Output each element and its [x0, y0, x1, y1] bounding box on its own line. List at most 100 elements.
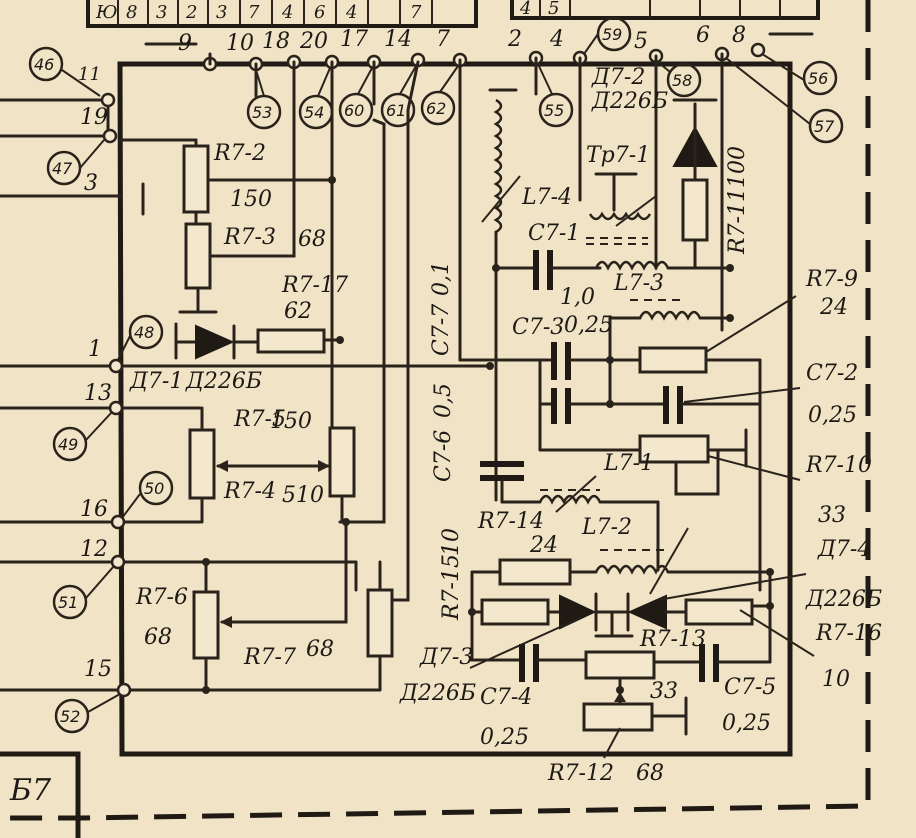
svg-text:62: 62	[426, 99, 446, 118]
value-c7-5: 0,25	[722, 711, 771, 736]
terminal-number: 18	[262, 29, 290, 54]
svg-text:58: 58	[672, 71, 692, 90]
value-r7-2: 150	[230, 187, 272, 212]
label-c7-2: C7-2	[806, 361, 858, 386]
value-c7-4: 0,25	[480, 725, 529, 750]
resistor-r7-13	[584, 650, 656, 680]
circled-node: 56	[802, 60, 838, 96]
value-r7-9: 24	[819, 295, 848, 320]
label-r7-2: R7-2	[213, 141, 266, 166]
type-d7-1: Д226Б	[185, 369, 262, 394]
transformer-tr7-1	[588, 211, 652, 221]
label-l7-4: L7-4	[521, 185, 572, 210]
label-tr7-1: Tp7-1	[586, 143, 650, 168]
terminal-node	[108, 358, 124, 374]
value-r7-5: 150	[270, 409, 312, 434]
circled-node: 49	[52, 426, 88, 462]
inductor-l7-2	[594, 564, 670, 575]
terminal-number: 9	[178, 31, 192, 56]
svg-text:53: 53	[252, 103, 272, 122]
label-r7-4: R7-4	[223, 479, 276, 504]
terminal-node	[110, 514, 126, 530]
label-r7-3: R7-3	[223, 225, 276, 250]
terminal-number: 14	[384, 27, 412, 52]
value-r7-14: 24	[529, 533, 558, 558]
connector-glyph: 4	[345, 2, 357, 23]
value-c7-6: 0,5	[431, 383, 456, 418]
resistor-r7-12	[582, 702, 654, 732]
connector-glyph: 7	[410, 2, 422, 23]
terminal-node	[116, 682, 132, 698]
label-c7-4: C7-4	[480, 685, 532, 710]
terminal-number: 20	[299, 29, 328, 54]
tuning-arrow	[555, 475, 597, 513]
resistor-r7-2	[182, 144, 210, 214]
resistor-r7-3	[184, 222, 212, 290]
label-d7-3: Д7-3	[419, 645, 473, 670]
svg-text:47: 47	[52, 159, 73, 178]
label-r7-17: R7-17	[281, 273, 348, 298]
svg-text:48: 48	[134, 323, 154, 342]
svg-text:49: 49	[58, 435, 78, 454]
terminal-number: 15	[84, 657, 112, 682]
label-l7-1: L7-1	[603, 451, 654, 476]
circled-node: 58	[666, 62, 702, 98]
label-d7-2: Д7-2	[591, 65, 645, 90]
value-r7-11: 100	[725, 146, 750, 188]
circled-node: 54	[298, 94, 334, 130]
connector-glyph: 6	[314, 2, 325, 23]
connector-glyph: 5	[548, 0, 559, 19]
diode-d7-4	[627, 594, 667, 630]
connector-glyph: 3	[156, 2, 167, 23]
terminal-node	[108, 400, 124, 416]
circled-node: 62	[420, 90, 456, 126]
terminal-number: 6	[696, 23, 710, 48]
circled-node: 61	[380, 92, 416, 128]
terminal-node	[100, 92, 116, 108]
resistor-r7-11	[681, 178, 709, 242]
block-b7-frame	[0, 751, 81, 838]
circled-node: 51	[52, 584, 88, 620]
diode-d7-1	[195, 324, 235, 360]
value-r7-3: 68	[298, 227, 326, 252]
top-connector: Ю 8 3 2 3 7 4 6 4 7	[86, 0, 478, 28]
resistor-r7-15	[480, 598, 550, 626]
value-r7-15: 10	[439, 528, 464, 556]
value-r7-13: 33	[650, 679, 678, 704]
terminal-number: 7	[436, 27, 450, 52]
svg-text:60: 60	[344, 101, 364, 120]
type-d7-3: Д226Б	[399, 681, 476, 706]
value-r7-16: 10	[822, 667, 850, 692]
terminal-number: 17	[340, 27, 368, 52]
label-d7-4: Д7-4	[817, 537, 871, 562]
svg-text:59: 59	[602, 25, 622, 44]
value-r7-17: 62	[284, 299, 312, 324]
terminal-number: 5	[634, 29, 648, 54]
connector-glyph: 2	[185, 2, 197, 23]
diode-d7-3	[559, 594, 597, 630]
svg-text:54: 54	[304, 103, 324, 122]
label-d7-1: Д7-1	[129, 369, 183, 394]
label-r7-5: R7-5	[233, 407, 286, 432]
terminal-node	[102, 128, 118, 144]
circled-node: 46	[28, 46, 64, 82]
resistor-r7-6	[192, 590, 220, 660]
circled-node: 60	[338, 92, 374, 128]
enclosure-dashed-border	[0, 0, 871, 821]
resistor-r7-5	[188, 428, 216, 500]
terminal-number: 19	[80, 105, 108, 130]
label-r7-6: R7-6	[135, 585, 188, 610]
value-r7-4: 510	[282, 483, 324, 508]
connector-glyph: 4	[519, 0, 531, 19]
terminal-node	[110, 554, 126, 570]
label-l7-2: L7-2	[581, 515, 632, 540]
terminal-node	[750, 42, 766, 58]
value-c7-3: 0,25	[564, 313, 613, 338]
circled-node: 52	[54, 698, 90, 734]
connector-glyph: 4	[281, 2, 293, 23]
resistor-r7-9	[638, 346, 708, 374]
svg-text:55: 55	[544, 101, 564, 120]
value-c7-1: 1,0	[560, 285, 595, 310]
circled-node: 48	[128, 314, 164, 350]
svg-text:52: 52	[60, 707, 80, 726]
